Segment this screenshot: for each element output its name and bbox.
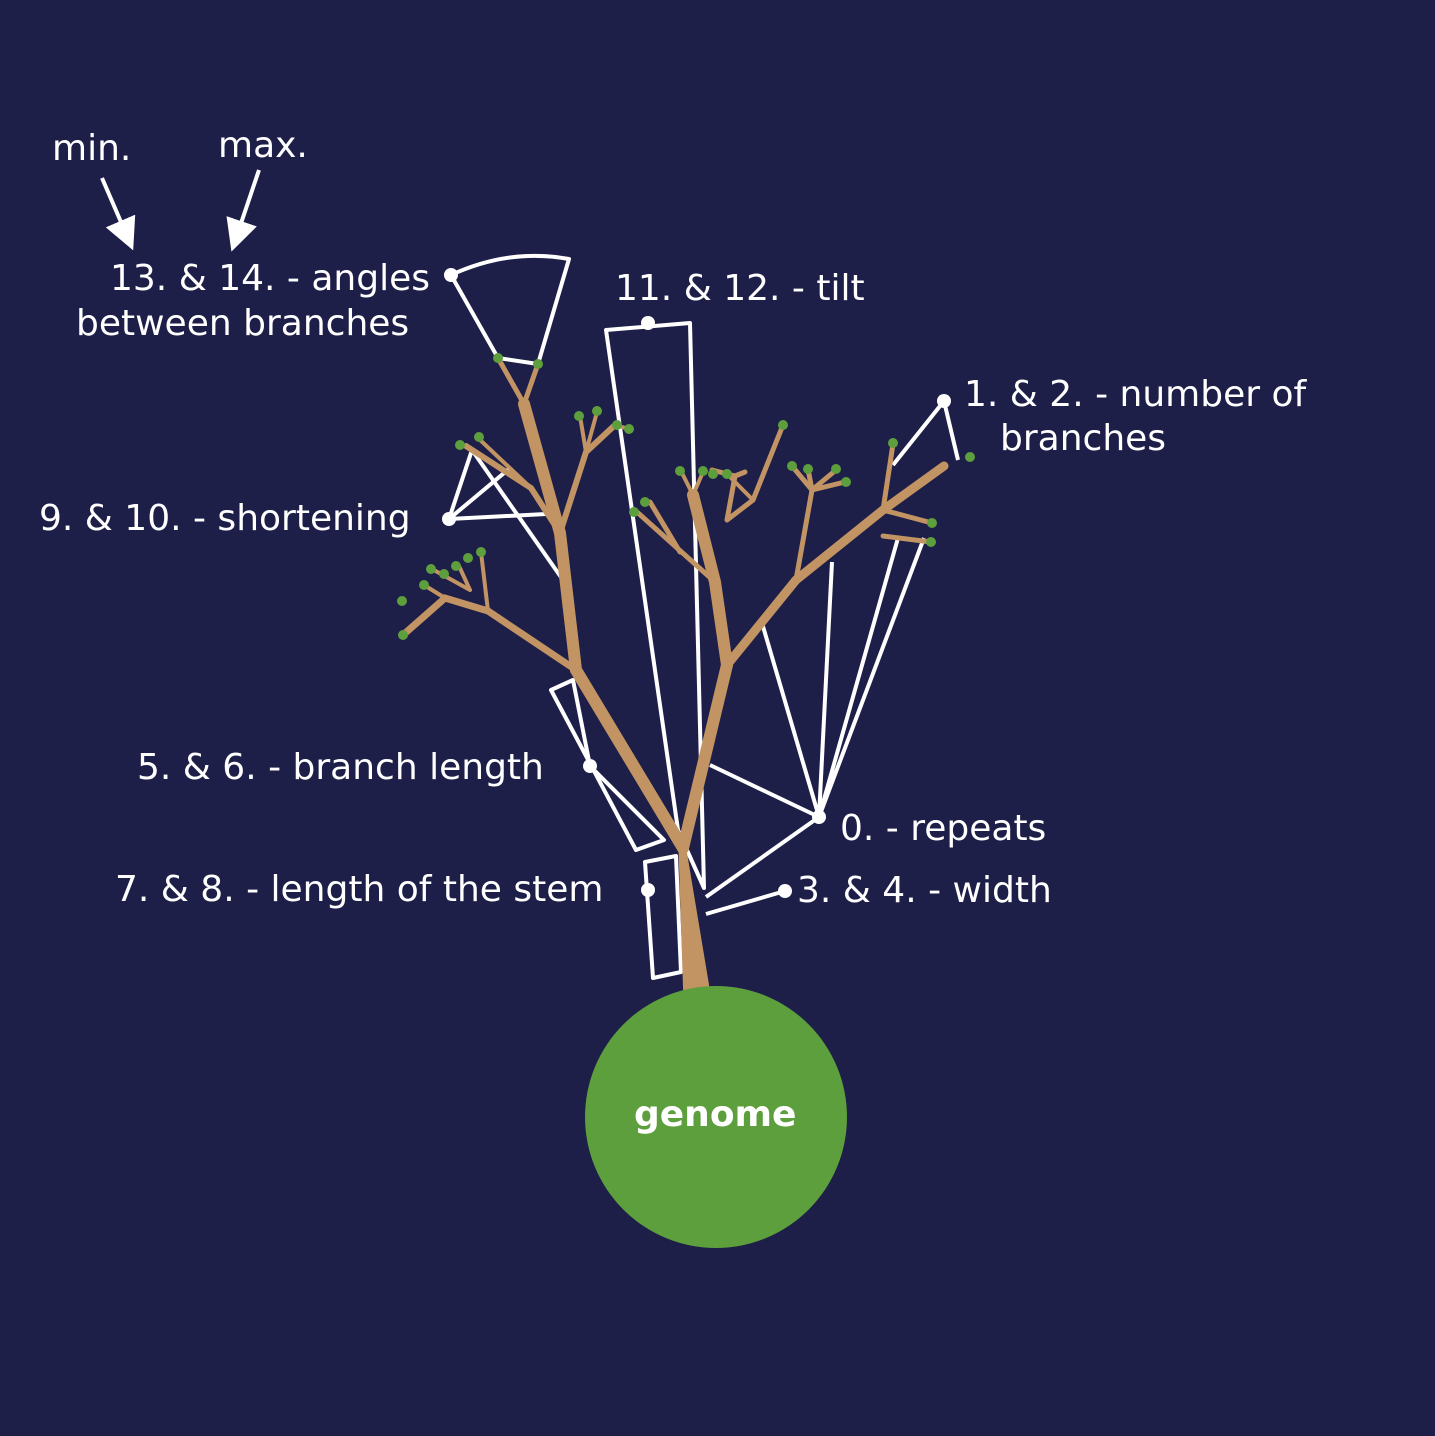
branch-length-outline <box>549 678 666 852</box>
leaf <box>965 452 975 462</box>
leaf <box>708 469 718 479</box>
width-label: 3. & 4. - width <box>797 870 1052 911</box>
leaf <box>640 497 650 507</box>
tilt-outline <box>604 321 706 890</box>
branch-right-top <box>880 441 935 545</box>
min-arrow <box>100 177 136 251</box>
branch-left-small <box>422 550 490 613</box>
width-anchor-dot <box>778 884 792 898</box>
repeats-label: 0. - repeats <box>840 808 1047 849</box>
leaf <box>419 580 429 590</box>
leaf <box>474 432 484 442</box>
leaf <box>476 547 486 557</box>
leaf <box>592 406 602 416</box>
leaf <box>722 469 732 479</box>
leaf <box>426 564 436 574</box>
branch-left-top <box>495 355 541 407</box>
branch-right-upper <box>722 461 949 670</box>
max-arrow <box>226 169 261 252</box>
shortening-anchor-dot <box>442 512 456 526</box>
branch-length-anchor-dot <box>583 759 597 773</box>
leaf <box>888 438 898 448</box>
leaf <box>926 537 936 547</box>
trunk <box>678 834 710 991</box>
tree <box>399 355 949 991</box>
shortening-label: 9. & 10. - shortening <box>39 498 411 539</box>
tilt-label: 11. & 12. - tilt <box>615 268 865 309</box>
leaf <box>455 440 465 450</box>
stem-anchor-dot <box>641 883 655 897</box>
leaf <box>698 466 708 476</box>
leaf <box>463 553 473 563</box>
label-anchors <box>442 268 951 898</box>
leaf <box>629 507 639 517</box>
leaf <box>624 424 634 434</box>
genome-label: genome <box>634 1094 797 1135</box>
leaf <box>612 420 622 430</box>
leaf <box>787 461 797 471</box>
leaf <box>574 411 584 421</box>
max-label: max. <box>218 125 308 166</box>
leaf <box>397 596 407 606</box>
annotation-outlines <box>100 169 960 980</box>
genome-circle <box>585 986 847 1248</box>
leaf <box>841 477 851 487</box>
branch-left-twigs <box>476 410 631 490</box>
branch-center-left <box>634 499 718 585</box>
leaf <box>398 630 408 640</box>
stem-label: 7. & 8. - length of the stem <box>115 869 604 910</box>
leaf <box>675 466 685 476</box>
number-of-branches-outline <box>891 399 960 467</box>
angles-label-line1: 13. & 14. - angles <box>110 258 430 299</box>
min-label: min. <box>52 128 132 169</box>
angle-sector-outline <box>449 253 571 366</box>
repeats-anchor-dot <box>812 810 826 824</box>
leaf <box>927 518 937 528</box>
leaf <box>831 464 841 474</box>
repeats-outline <box>704 537 926 899</box>
leaf <box>451 561 461 571</box>
branch-right-mid <box>789 463 848 583</box>
main-branch-right <box>677 489 734 854</box>
leaf <box>439 569 449 579</box>
leaf <box>493 353 503 363</box>
main-branch-left <box>518 398 689 854</box>
shortening-outline <box>447 448 565 582</box>
branches-anchor-dot <box>937 394 951 408</box>
branch-left-lower <box>399 594 580 674</box>
angles-anchor-dot <box>444 268 458 282</box>
branch-length-label: 5. & 6. - branch length <box>137 747 544 788</box>
angles-label-line2: between branches <box>76 303 410 344</box>
branches-label-line2: branches <box>1000 418 1167 459</box>
leaf <box>778 420 788 430</box>
width-outline <box>705 889 786 916</box>
leaf <box>803 464 813 474</box>
tilt-anchor-dot <box>641 316 655 330</box>
stem-outline <box>643 854 683 980</box>
leaf <box>533 359 543 369</box>
leaves <box>397 353 975 640</box>
branches-label-line1: 1. & 2. - number of <box>964 374 1307 415</box>
